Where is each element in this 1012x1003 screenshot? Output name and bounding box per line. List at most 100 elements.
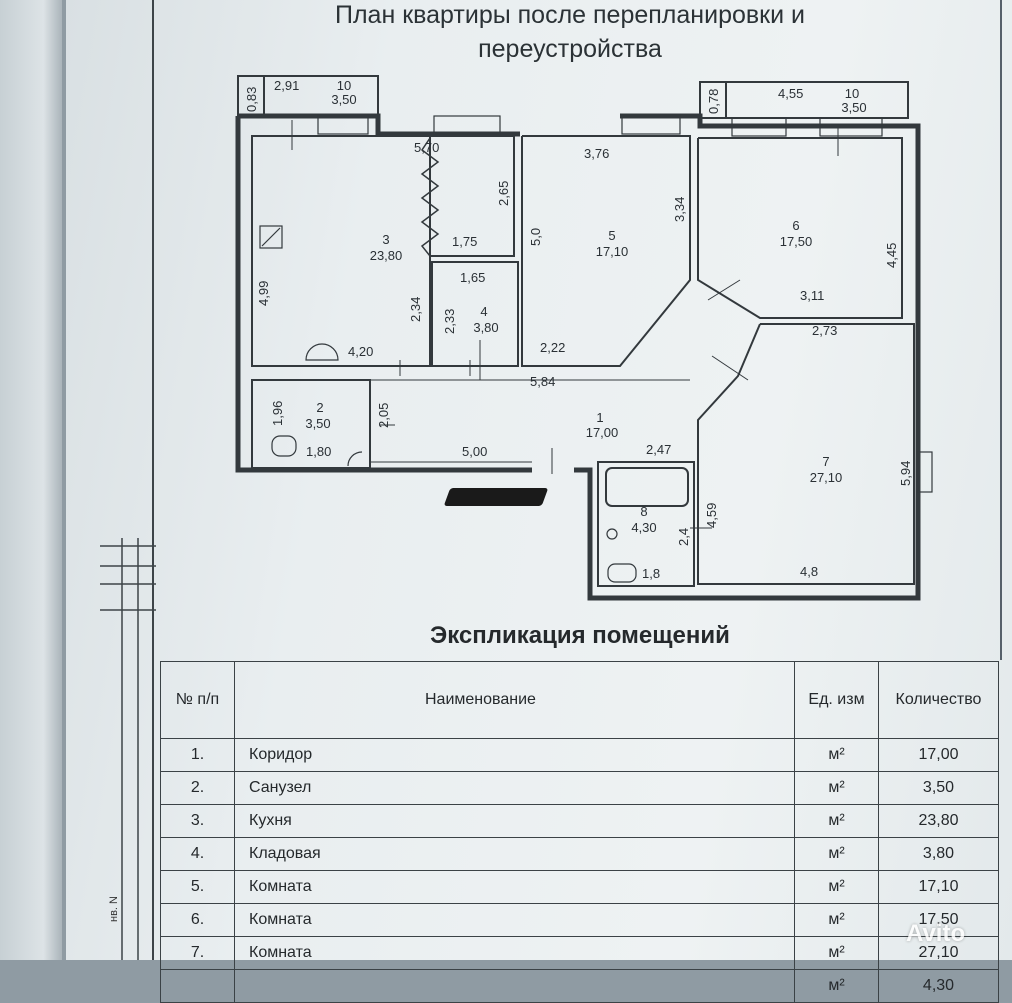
dim-5-70: 5,70 [414, 140, 439, 155]
dim-1-75: 1,75 [452, 234, 477, 249]
dim-4-55: 4,55 [778, 86, 803, 101]
row-num: 3. [160, 804, 235, 838]
dim-2-73: 2,73 [812, 323, 837, 338]
header-qty: Количество [878, 661, 999, 739]
dim-1-80: 1,80 [306, 444, 331, 459]
table-row: 4. Кладовая м² 3,80 [160, 837, 999, 871]
dim-5-84: 5,84 [530, 374, 555, 389]
dim-1-65: 1,65 [460, 270, 485, 285]
row-num [160, 969, 235, 1003]
table-row: 5. Комната м² 17,10 [160, 870, 999, 904]
row-name: Кухня [234, 804, 795, 838]
dim-2-34: 2,34 [408, 297, 423, 322]
dim-3-34: 3,34 [672, 197, 687, 222]
explication-table: № п/п Наименование Ед. изм Количество 1.… [160, 661, 999, 1003]
margin-label: нв. N [108, 896, 120, 922]
row-qty: 17,50 [878, 903, 999, 937]
frame-line-left [152, 0, 154, 960]
dim-2-33: 2,33 [442, 309, 457, 334]
plan-title-line1: План квартиры после перепланировки и [335, 1, 805, 29]
row-name: Комната [234, 936, 795, 970]
frame-line-right [1000, 0, 1002, 660]
dim-2-22: 2,22 [540, 340, 565, 355]
room-num-4: 4 [480, 304, 487, 319]
table-row: 1. Коридор м² 17,00 [160, 738, 999, 772]
room-num-7: 7 [822, 454, 829, 469]
dim-2-91: 2,91 [274, 78, 299, 93]
row-num: 1. [160, 738, 235, 772]
dim-2-05: 2,05 [376, 403, 391, 428]
room-num-1: 1 [596, 410, 603, 425]
room-num-3: 3 [382, 232, 389, 247]
table-row: 2. Санузел м² 3,50 [160, 771, 999, 805]
row-num: 6. [160, 903, 235, 937]
row-unit: м² [794, 903, 879, 937]
dim-4-99: 4,99 [256, 281, 271, 306]
room-num-10b: 10 [845, 86, 859, 101]
dim-1-96: 1,96 [270, 401, 285, 426]
room-area-2: 3,50 [305, 416, 330, 431]
row-qty: 3,80 [878, 837, 999, 871]
row-name [234, 969, 795, 1003]
table-header-row: № п/п Наименование Ед. изм Количество [160, 661, 999, 739]
dim-5-00: 5,00 [462, 444, 487, 459]
room-area-3: 23,80 [370, 248, 403, 263]
room-area-9: 3,50 [331, 92, 356, 107]
row-num: 4. [160, 837, 235, 871]
row-name: Кладовая [234, 837, 795, 871]
dim-0-78: 0,78 [706, 89, 721, 114]
floor-plan: 10 3,50 10 10 3,50 3,50 3 23,80 4 3,80 5… [235, 75, 933, 601]
adjacent-page [0, 0, 62, 960]
row-name: Коридор [234, 738, 795, 772]
row-name: Комната [234, 870, 795, 904]
room-area-1: 17,00 [586, 425, 619, 440]
row-unit: м² [794, 804, 879, 838]
dim-2-65: 2,65 [496, 181, 511, 206]
dim-2-47: 2,47 [646, 442, 671, 457]
room-num-2: 2 [316, 400, 323, 415]
room-num-8: 8 [640, 504, 647, 519]
room-area-7: 27,10 [810, 470, 843, 485]
row-unit: м² [794, 738, 879, 772]
dim-4-45: 4,45 [884, 243, 899, 268]
row-name: Комната [234, 903, 795, 937]
table-row: 6. Комната м² 17,50 [160, 903, 999, 937]
row-qty: 23,80 [878, 804, 999, 838]
table-row: 7. Комната м² 27,10 [160, 936, 999, 970]
plan-title-line2: переустройства [478, 35, 662, 63]
row-num: 5. [160, 870, 235, 904]
row-num: 2. [160, 771, 235, 805]
row-num: 7. [160, 936, 235, 970]
margin-stamp-grid [100, 538, 156, 960]
row-unit: м² [794, 771, 879, 805]
header-unit: Ед. изм [794, 661, 879, 739]
dim-4-59: 4,59 [704, 503, 719, 528]
dim-5-0: 5,0 [528, 228, 543, 246]
dim-3-11: 3,11 [800, 288, 824, 303]
room-num-6: 6 [792, 218, 799, 233]
room-num-9: 10 [337, 78, 351, 93]
dim-4-20: 4,20 [348, 344, 373, 359]
dim-0-83: 0,83 [244, 87, 259, 112]
row-qty: 17,10 [878, 870, 999, 904]
room-area-10b: 3,50 [841, 100, 866, 115]
row-unit: м² [794, 837, 879, 871]
dim-1-8: 1,8 [642, 566, 660, 581]
row-unit: м² [794, 969, 879, 1003]
redaction-mark [443, 488, 549, 506]
row-qty: 3,50 [878, 771, 999, 805]
room-area-5: 17,10 [596, 244, 629, 259]
room-area-6: 17,50 [780, 234, 813, 249]
dim-2-4: 2,4 [676, 528, 691, 546]
row-name: Санузел [234, 771, 795, 805]
avito-watermark: Avito [906, 920, 966, 947]
row-qty: 4,30 [878, 969, 999, 1003]
dim-4-8: 4,8 [800, 564, 818, 579]
room-area-4: 3,80 [473, 320, 498, 335]
table-row: 3. Кухня м² 23,80 [160, 804, 999, 838]
row-unit: м² [794, 936, 879, 970]
dim-5-94: 5,94 [898, 461, 913, 486]
dim-3-76: 3,76 [584, 146, 609, 161]
header-name: Наименование [234, 661, 795, 739]
row-unit: м² [794, 870, 879, 904]
